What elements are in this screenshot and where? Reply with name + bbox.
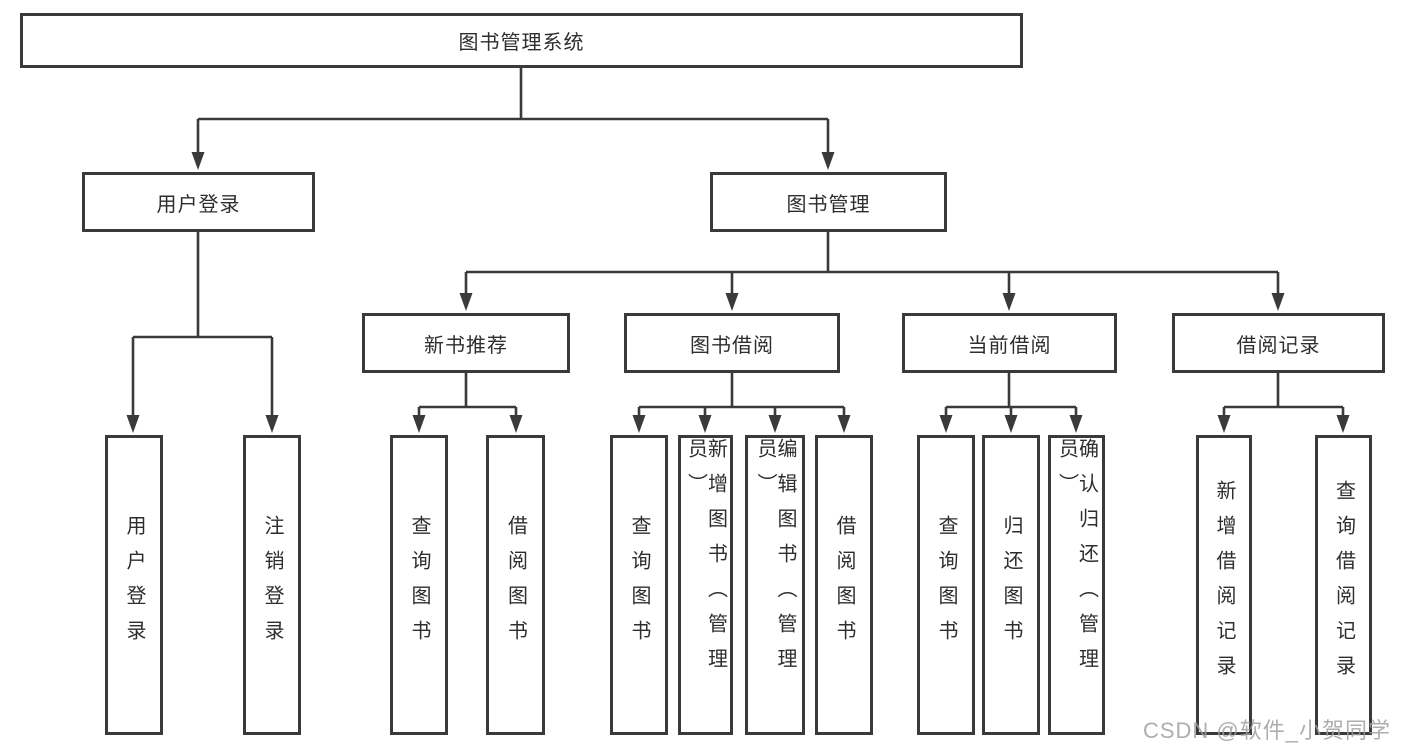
node-library-management-system: 图书管理系统 <box>20 13 1023 68</box>
leaf-query-borrow-record: 查询借阅记录 <box>1315 435 1372 735</box>
leaf-query-books-current: 查询图书 <box>917 435 975 735</box>
leaf-query-books-borrowing-label: 查询图书 <box>628 515 650 655</box>
leaf-add-borrow-record: 新增借阅记录 <box>1196 435 1252 735</box>
node-user-login: 用户登录 <box>82 172 315 232</box>
watermark: CSDN @软件_小贺同学 <box>1142 718 1391 743</box>
leaf-query-books-recommendation-label: 查询图书 <box>408 515 430 655</box>
node-borrowing-records: 借阅记录 <box>1172 313 1385 373</box>
leaf-borrow-books-recommendation: 借阅图书 <box>486 435 545 735</box>
leaf-confirm-return-admin: 确认归还（管理员） <box>1048 435 1105 735</box>
leaf-return-books: 归还图书 <box>982 435 1040 735</box>
node-book-management: 图书管理 <box>710 172 947 232</box>
leaf-query-books-recommendation: 查询图书 <box>390 435 448 735</box>
leaf-logout-label: 注销登录 <box>261 515 283 655</box>
leaf-query-borrow-record-label: 查询借阅记录 <box>1332 480 1355 690</box>
leaf-borrow-books-label: 借阅图书 <box>833 515 855 655</box>
node-new-book-recommendation: 新书推荐 <box>362 313 570 373</box>
leaf-user-login: 用户登录 <box>105 435 163 735</box>
leaf-edit-book-admin-label: 编辑图书（管理员） <box>754 438 796 683</box>
leaf-logout: 注销登录 <box>243 435 301 735</box>
leaf-add-book-admin: 新增图书（管理员） <box>678 435 733 735</box>
leaf-borrow-books-recommendation-label: 借阅图书 <box>504 515 527 655</box>
node-current-borrowing: 当前借阅 <box>902 313 1117 373</box>
leaf-borrow-books: 借阅图书 <box>815 435 873 735</box>
leaf-edit-book-admin: 编辑图书（管理员） <box>745 435 805 735</box>
leaf-query-books-borrowing: 查询图书 <box>610 435 668 735</box>
leaf-user-login-label: 用户登录 <box>123 515 145 655</box>
node-book-borrowing: 图书借阅 <box>624 313 840 373</box>
leaf-confirm-return-admin-label: 确认归还（管理员） <box>1055 438 1098 683</box>
leaf-return-books-label: 归还图书 <box>1000 515 1022 655</box>
leaf-add-borrow-record-label: 新增借阅记录 <box>1213 480 1235 690</box>
leaf-query-books-current-label: 查询图书 <box>935 515 957 655</box>
leaf-add-book-admin-label: 新增图书（管理员） <box>684 438 727 683</box>
